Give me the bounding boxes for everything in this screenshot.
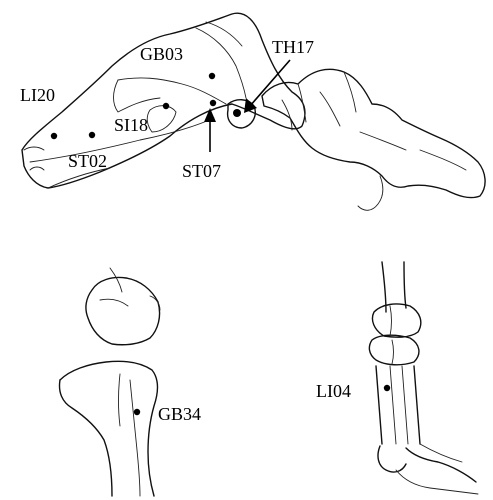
point-th17-dot <box>233 109 241 117</box>
stifle-drawing <box>60 268 161 496</box>
label-st02: ST02 <box>68 151 107 171</box>
atlas-vertebra-drawing <box>262 69 485 210</box>
label-st07: ST07 <box>182 161 221 181</box>
point-st02-dot <box>89 132 95 138</box>
st07-arrow <box>204 108 216 152</box>
carpus-drawing <box>369 262 478 494</box>
label-gb34: GB34 <box>158 404 201 424</box>
point-li20-dot <box>51 133 57 139</box>
point-st07-dot <box>210 100 216 106</box>
th17-arrow <box>244 60 290 113</box>
label-li04: LI04 <box>316 381 351 401</box>
point-si18-dot <box>163 103 169 109</box>
label-gb03: GB03 <box>140 44 183 64</box>
label-th17: TH17 <box>272 37 314 57</box>
label-li20: LI20 <box>20 85 55 105</box>
point-gb34-dot <box>134 409 140 415</box>
point-li04-dot <box>384 385 390 391</box>
label-si18: SI18 <box>114 115 148 135</box>
point-gb03-dot <box>209 73 215 79</box>
